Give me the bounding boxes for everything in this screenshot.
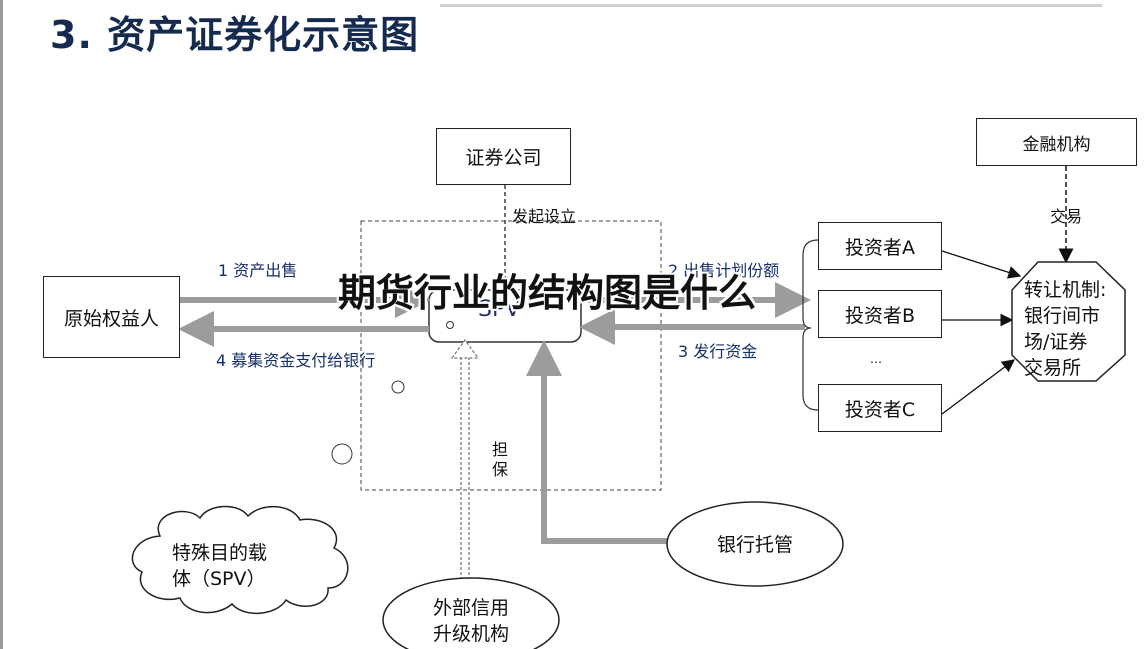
financial-institution-box: 金融机构: [976, 118, 1137, 166]
credit-enhancer-line-2: 升级机构: [432, 623, 509, 645]
investor-b-box: 投资者B: [818, 290, 942, 338]
overlay-title: 期货行业的结构图是什么: [338, 271, 757, 315]
slide-left-border: [0, 0, 3, 649]
transfer-line-2: 银行间市: [1024, 305, 1101, 327]
investor-c-box: 投资者C: [818, 384, 942, 432]
investor-brace: [802, 239, 819, 411]
slide-top-border: [440, 4, 1102, 7]
initiate-label: 发起设立: [512, 207, 577, 226]
small-bubble-2: [331, 443, 353, 465]
securities-company-box: 证券公司: [436, 128, 571, 185]
spv-cloud: [131, 505, 349, 615]
credit-enhancer-line-1: 外部信用: [432, 597, 509, 619]
asset-sale-label: 1 资产出售: [218, 261, 298, 280]
spv-small-circle: [446, 321, 454, 329]
raise-funds-label: 4 募集资金支付给银行: [216, 351, 376, 370]
guarantee-label: 担 保: [492, 440, 508, 480]
credit-enhancer-label: 外部信用 升级机构: [416, 595, 526, 647]
originator-box: 原始权益人: [43, 276, 180, 358]
bank-custody-arrow: [526, 340, 668, 544]
guarantee-line-1: 担: [492, 440, 509, 459]
small-bubble-1: [391, 380, 405, 394]
investor-a-arrow: [941, 250, 1022, 279]
investor-ellipsis: …: [870, 352, 882, 366]
spv-label: SPV: [478, 297, 521, 322]
spv-cloud-line-2: 体（SPV）: [172, 568, 266, 590]
credit-enhancer-arrowhead: [451, 339, 479, 359]
trade-label: 交易: [1050, 207, 1083, 226]
transfer-mechanism-octagon: [1011, 261, 1126, 382]
transfer-mechanism-label: 转让机制: 银行间市 场/证券 交易所: [1024, 277, 1134, 381]
guarantee-line-2: 保: [492, 460, 509, 479]
spv-cloud-line-1: 特殊目的载: [172, 542, 268, 564]
spv-dashed-region: [360, 220, 662, 491]
credit-enhancer-ellipse: [382, 577, 560, 649]
sell-shares-label: 2 出售计划份额: [668, 261, 780, 280]
transfer-line-3: 场/证券: [1024, 331, 1088, 353]
investor-a-box: 投资者A: [818, 222, 942, 270]
bank-custody-label: 银行托管: [716, 534, 793, 556]
transfer-line-4: 交易所: [1024, 357, 1082, 379]
bank-custody-ellipse: [666, 501, 844, 587]
transfer-line-1: 转让机制:: [1024, 279, 1107, 301]
spv-cloud-label: 特殊目的载 体（SPV）: [172, 540, 267, 592]
slide-title: 3. 资产证券化示意图: [50, 13, 420, 57]
issue-funds-label: 3 发行资金: [678, 342, 758, 361]
investor-c-arrow: [941, 359, 1016, 415]
